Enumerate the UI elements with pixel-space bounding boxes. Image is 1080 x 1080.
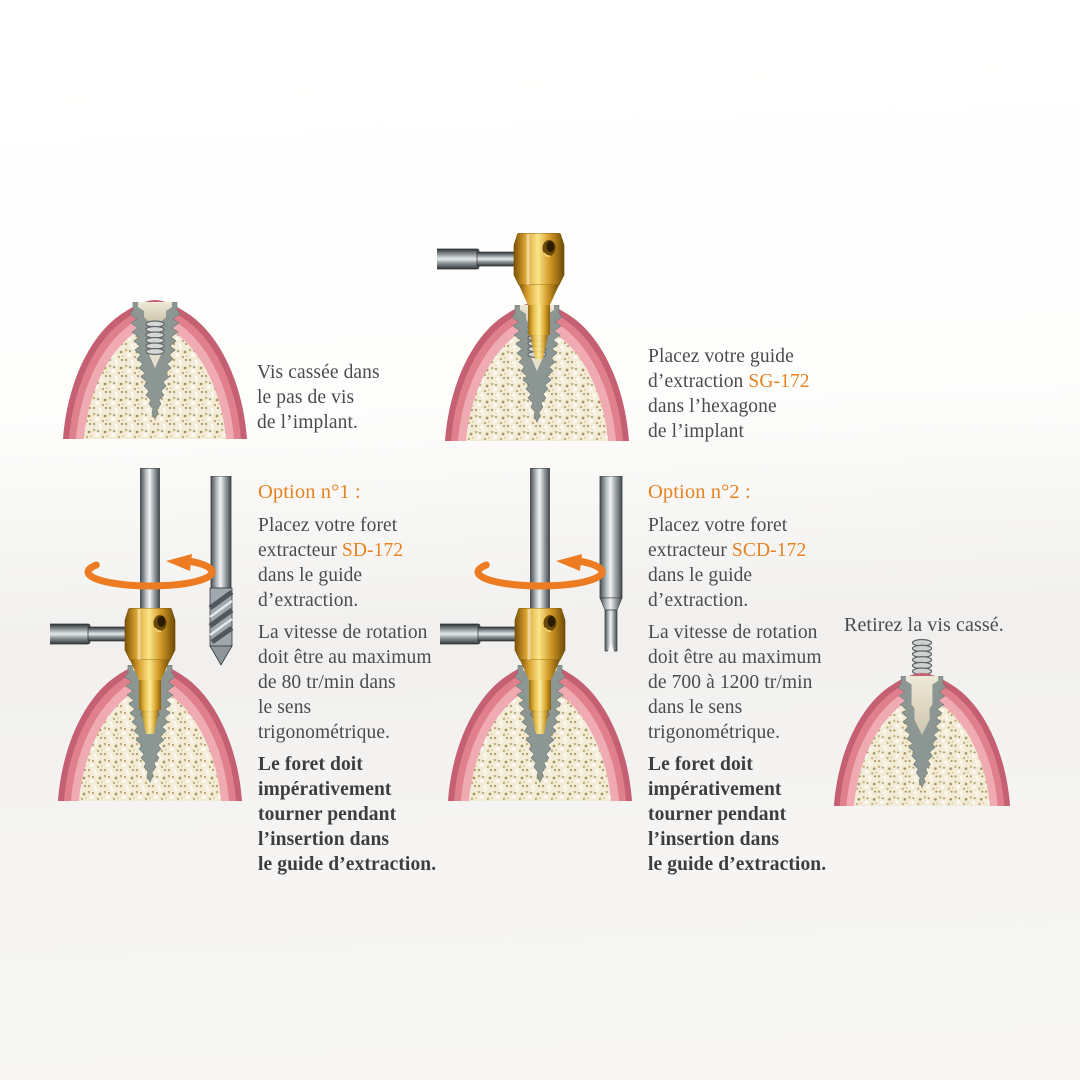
option2-paragraph-place: Placez votre foret extracteur SCD-172 da… (648, 515, 807, 611)
caption-line: de l’implant (648, 421, 744, 442)
step1-caption: Vis cassée dans le pas de vis de l’impla… (257, 360, 380, 435)
figure-step5-screw-removed (833, 638, 1011, 806)
option1-paragraph-place: Placez votre foret extracteur SD-172 dan… (258, 515, 404, 611)
caption-line: dans l’hexagone (648, 396, 777, 417)
caption-line: d’extraction SG-172 (648, 371, 810, 392)
option1-text-block: Option n°1 : Placez votre foret extracte… (258, 480, 436, 884)
figure-step2-extraction-guide (437, 233, 629, 441)
option1-paragraph-speed: La vitesse de rotation doit être au maxi… (258, 622, 432, 743)
option1-paragraph-warning: Le foret doit impérativement tourner pen… (258, 754, 437, 875)
drill-shaft (140, 468, 160, 618)
figure-option2-drill-scd172 (440, 468, 632, 801)
option1-heading: Option n°1 : (258, 481, 361, 503)
caption-line: Vis cassée dans (257, 362, 380, 383)
caption-line: Placez votre guide (648, 346, 794, 367)
step5-caption: Retirez la vis cassé. (844, 614, 1004, 636)
product-code-scd172: SCD-172 (731, 540, 807, 561)
drill-bit-scd172 (599, 476, 623, 653)
option2-paragraph-warning: Le foret doit impérativement tourner pen… (648, 754, 827, 875)
removed-broken-screw (911, 638, 933, 676)
figure-step1-broken-screw-in-implant (63, 300, 247, 439)
option2-text-block: Option n°2 : Placez votre foret extracte… (648, 480, 826, 884)
product-code-sd172: SD-172 (341, 540, 404, 561)
drill-shaft (530, 468, 550, 618)
caption-line: le pas de vis (257, 387, 355, 408)
step2-caption: Placez votre guide d’extraction SG-172 d… (648, 344, 810, 444)
option2-heading: Option n°2 : (648, 481, 751, 503)
caption-line: de l’implant. (257, 412, 358, 433)
figure-option1-drill-sd172 (50, 468, 242, 801)
option2-paragraph-speed: La vitesse de rotation doit être au maxi… (648, 622, 822, 743)
product-code-sg172: SG-172 (748, 371, 810, 392)
